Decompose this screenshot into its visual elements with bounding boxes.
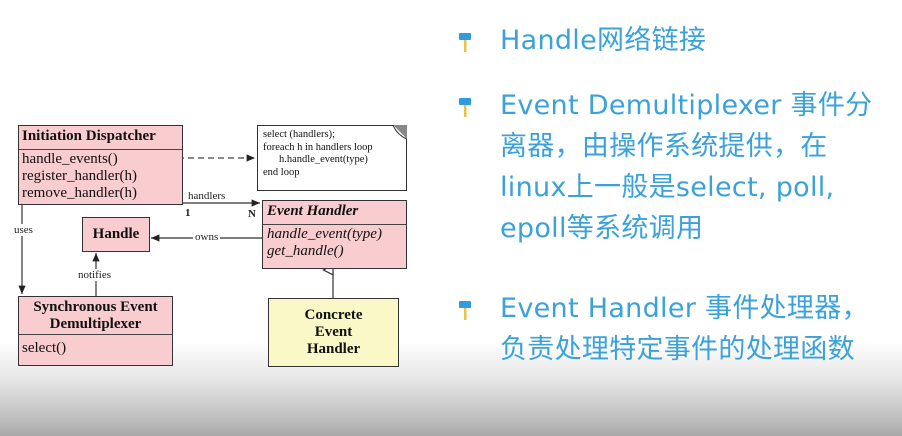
class-title-line3: Handler xyxy=(306,341,361,357)
note-line: select (handlers); xyxy=(263,129,336,140)
owns-label: owns xyxy=(193,231,221,243)
handle-class: Handle xyxy=(82,217,150,252)
method-handle-event: handle_event(type) xyxy=(267,226,382,242)
multiplicity-one: 1 xyxy=(185,207,191,219)
note-line: foreach h in handlers loop xyxy=(263,141,373,153)
method-get-handle: get_handle() xyxy=(267,243,344,259)
method-handle-events: handle_events() xyxy=(22,151,118,167)
handlers-label: handlers xyxy=(188,190,226,202)
method-register-handler: register_handler(h) xyxy=(22,168,137,184)
bullet-text: Event Demultiplexer 事件分离器，由操作系统提供，在linux… xyxy=(500,90,873,244)
class-title-line1: Synchronous Event xyxy=(33,299,158,315)
note-fold-icon xyxy=(393,125,407,139)
bullet-text: Handle网络链接 xyxy=(500,25,707,56)
class-title-line1: Concrete xyxy=(304,307,363,323)
paint-roller-icon xyxy=(459,33,471,52)
class-title-line2: Demultiplexer xyxy=(49,316,142,332)
bullet-list: Handle网络链接 Event Demultiplexer 事件分离器，由操作… xyxy=(450,0,902,436)
method-select: select() xyxy=(22,340,67,356)
event-handler-class: Event Handler handle_event(type) get_han… xyxy=(262,200,407,269)
notifies-label: notifies xyxy=(78,269,111,281)
initiation-dispatcher-class: Initiation Dispatcher handle_events() re… xyxy=(18,125,183,205)
uses-label: uses xyxy=(14,224,33,236)
class-title: Event Handler xyxy=(263,201,406,225)
class-title: Initiation Dispatcher xyxy=(19,126,182,150)
bullet-text: Event Handler 事件处理器，负责处理特定事件的处理函数 xyxy=(500,293,869,365)
concrete-event-handler-class: Concrete Event Handler xyxy=(268,298,399,367)
paint-roller-icon xyxy=(459,98,471,117)
paint-roller-icon xyxy=(459,301,471,320)
sync-event-demultiplexer-class: Synchronous Event Demultiplexer select() xyxy=(18,296,173,366)
class-title-line2: Event xyxy=(314,324,353,340)
pseudocode-note: select (handlers); foreach h in handlers… xyxy=(257,125,407,191)
multiplicity-n: N xyxy=(248,208,256,220)
note-line: end loop xyxy=(263,166,300,178)
uml-reactor-diagram: Initiation Dispatcher handle_events() re… xyxy=(0,0,440,436)
method-remove-handler: remove_handler(h) xyxy=(22,185,137,201)
class-title: Handle xyxy=(92,226,140,242)
note-line: h.handle_event(type) xyxy=(279,154,368,165)
